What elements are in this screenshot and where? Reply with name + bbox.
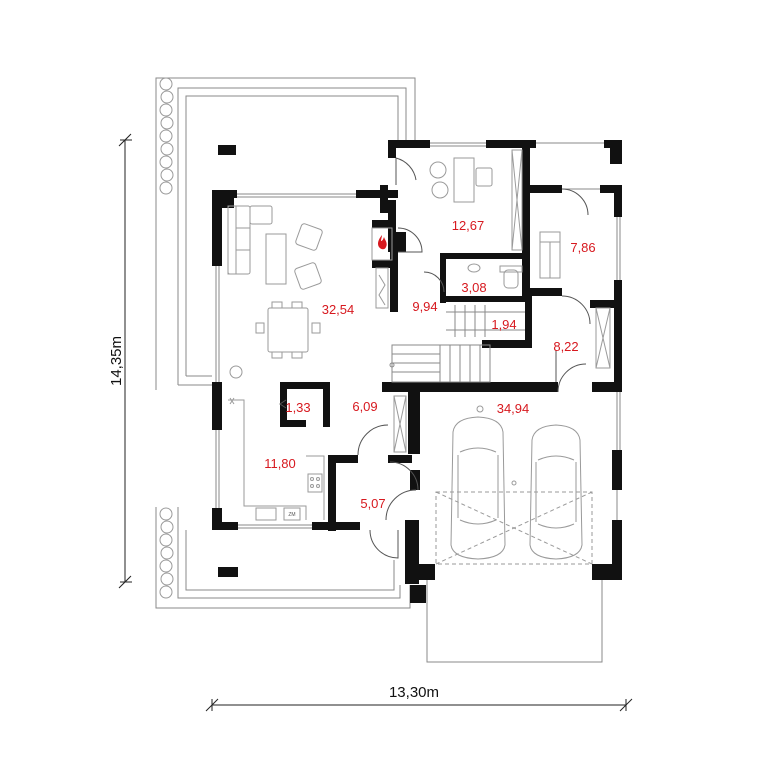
area-label-living: 32,54 [322,302,355,317]
dimension-lines [118,133,633,712]
area-label-utility: 8,22 [553,339,578,354]
area-label-garage: 34,94 [497,401,530,416]
area-label-vestibule: 5,07 [360,496,385,511]
terrace-post-top [218,145,236,155]
windows [215,142,621,529]
fire-icon [378,235,387,250]
bedroom-furniture [539,231,561,279]
living-furniture [227,205,323,379]
terrace-post-bottom [218,567,238,577]
area-label-bedroom: 7,86 [570,240,595,255]
office-furniture [429,149,523,251]
area-label-hall: 9,94 [412,299,437,314]
hedge-bottom [159,507,174,599]
area-label-storage: 1,94 [491,317,516,332]
washing-machine-label: ZM [288,512,295,518]
stairs [389,305,525,383]
terrace-top [155,77,416,390]
kitchen-counter [228,397,325,521]
hedge-top [159,77,174,195]
room-area-labels: 32,54 12,67 7,86 3,08 9,94 1,94 8,22 1,3… [264,218,595,511]
area-label-kitchen: 11,80 [264,456,296,471]
pantry-door [279,399,287,409]
fireplace [371,227,393,309]
area-label-corridor: 6,09 [352,399,377,414]
width-dimension-label: 13,30m [389,684,439,701]
driveway [410,580,603,663]
terrace-bottom [155,507,411,609]
garage-cars [435,405,593,565]
wc-fixtures [467,263,523,289]
walls [212,140,622,584]
area-label-pantry: 1,33 [285,400,310,415]
doors [357,157,591,559]
depth-dimension-label: 14,35m [108,336,125,386]
area-label-wc: 3,08 [461,280,486,295]
corridor-wardrobe [393,395,407,453]
area-label-office: 12,67 [452,218,485,233]
utility-wardrobe [595,307,611,369]
